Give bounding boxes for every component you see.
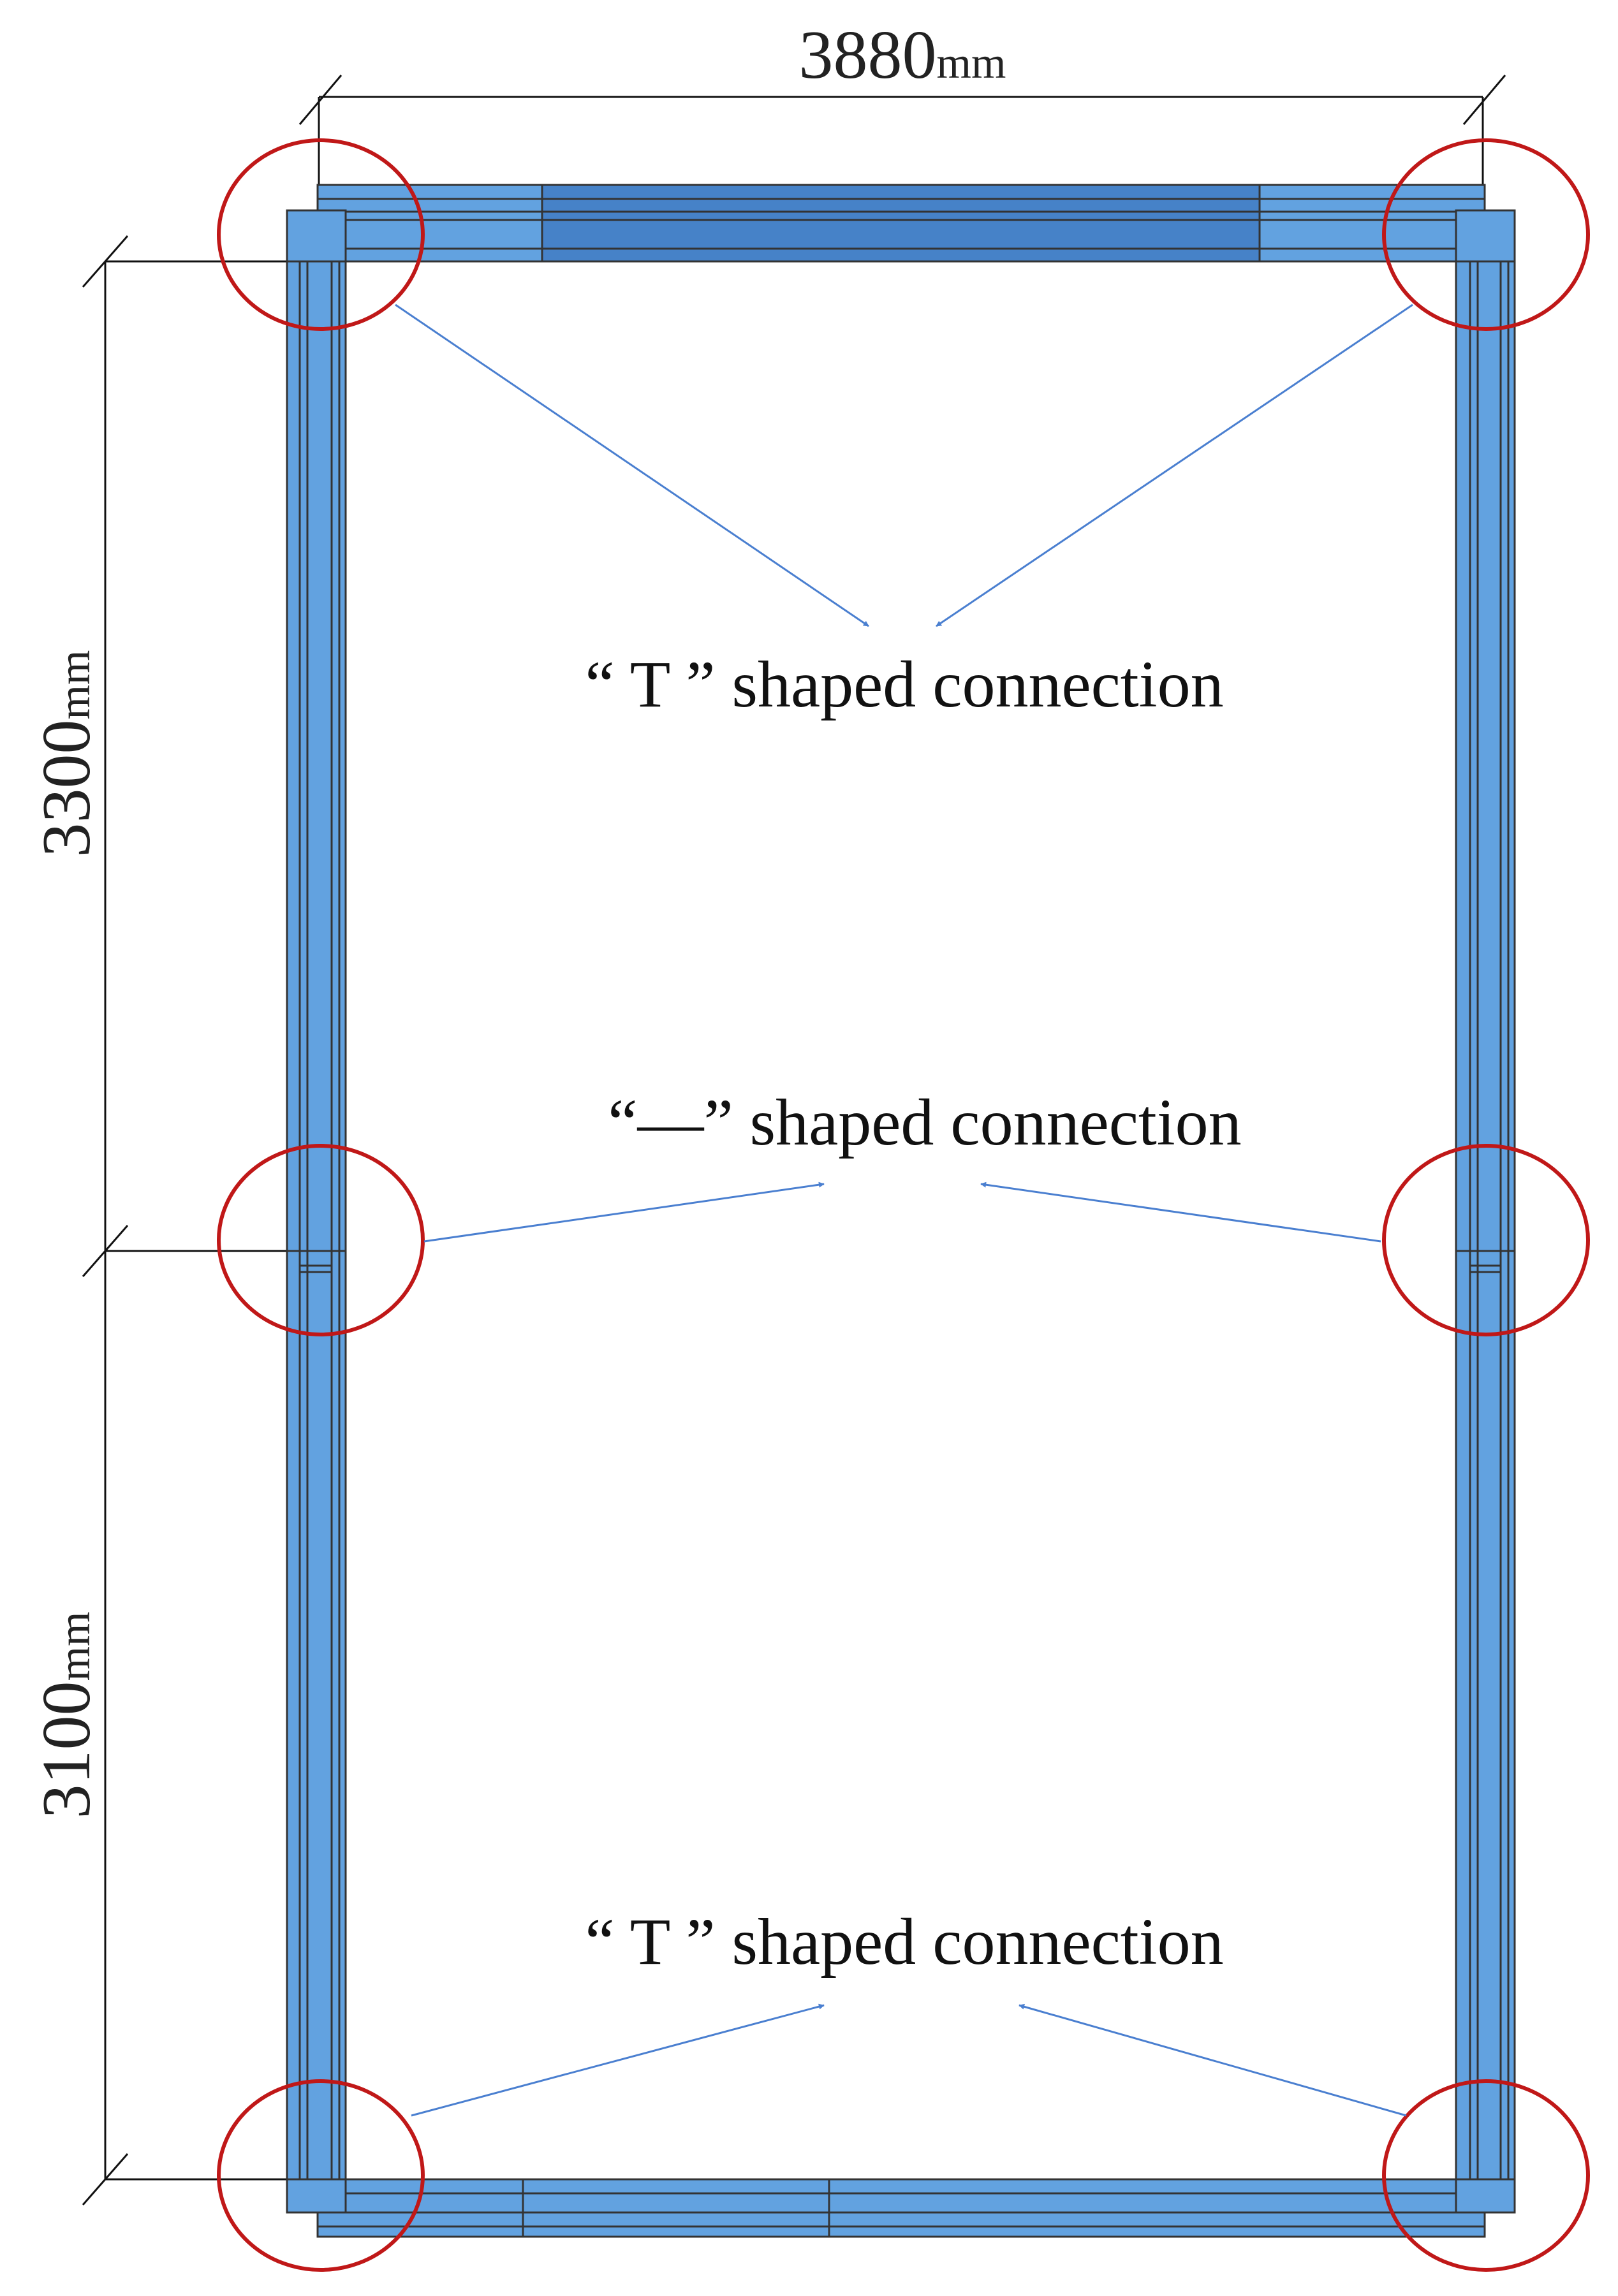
left-height-dimensions [82, 235, 300, 2205]
top-connection-label: “ T ” shaped connection [585, 648, 1223, 721]
right-column [1455, 209, 1516, 2214]
top-width-label: 3880mm [799, 17, 1006, 93]
circle-top-left [217, 138, 425, 331]
arrow-top-right [936, 303, 1413, 627]
upper-height-label: 3300mm [29, 650, 105, 858]
arrow-middle-left [423, 1181, 825, 1243]
top-beam [316, 184, 1486, 263]
circle-top-right [1382, 138, 1590, 331]
arrow-top-left [395, 303, 869, 627]
circle-middle-right [1382, 1144, 1590, 1336]
arrow-bottom-right [1019, 2003, 1407, 2117]
circle-bottom-right [1382, 2079, 1590, 2272]
circle-bottom-left [217, 2079, 425, 2272]
bottom-beam [316, 2178, 1486, 2238]
lower-height-label: 3100mm [29, 1612, 105, 1819]
arrow-bottom-left [411, 2003, 825, 2117]
left-column [286, 209, 347, 2214]
bottom-connection-label: “ T ” shaped connection [585, 1905, 1223, 1978]
arrow-middle-right [980, 1181, 1381, 1243]
middle-connection-label: “—” shaped connection [608, 1086, 1241, 1159]
circle-middle-left [217, 1144, 425, 1336]
